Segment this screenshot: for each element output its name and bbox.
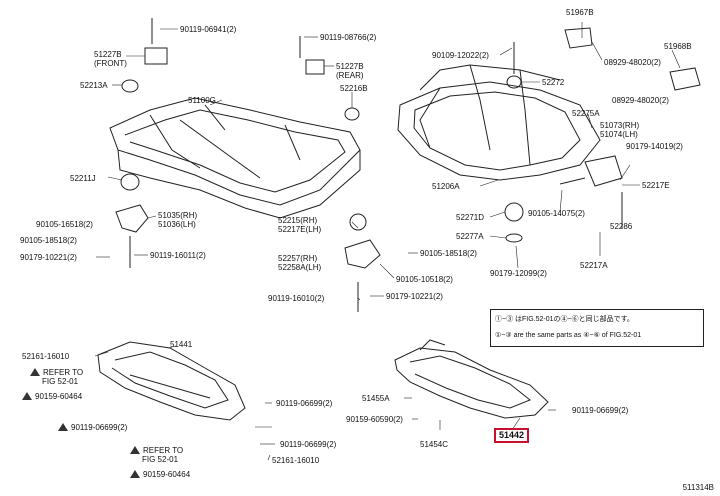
part-label-15: 90179-10221(2) (20, 253, 77, 262)
part-label-48: 90119-06699(2) (276, 399, 333, 408)
part-label-13: 51036(LH) (158, 220, 196, 229)
part-label-28: 08929-48020(2) (604, 58, 661, 67)
part-label-38: 90105-14075(2) (528, 209, 585, 218)
part-label-37: 52271D (456, 213, 485, 222)
refer-fig-text: FIG 52-01 (142, 455, 179, 464)
part-label-6: 90119-08766(2) (320, 33, 377, 42)
refer-fig-text: FIG 52-01 (42, 377, 79, 386)
same-parts-note: ①~③ はFIG.52-01の④~⑥と同じ部品です。 ①~③ are the s… (490, 309, 704, 347)
part-label-43: 52161-16010 (22, 352, 70, 361)
part-label-54: 90159-60464 (130, 470, 190, 479)
part-label-25: 51967B (566, 8, 594, 17)
refer-to-text: REFER TO (43, 368, 84, 377)
part-label-14: 90105-18518(2) (20, 236, 77, 245)
rear-under-cover (394, 339, 549, 419)
note-line-japanese: ①~③ はFIG.52-01の④~⑥と同じ部品です。 (495, 316, 634, 323)
refer-note-bottom: REFER TO FIG 52-01 (130, 446, 183, 464)
part-label-41: 90179-12099(2) (490, 269, 547, 278)
part-label-11: 90105-16518(2) (36, 220, 93, 229)
front-crossmember (109, 97, 361, 219)
part-label-58[interactable]: 51442 (494, 428, 530, 443)
part-label-42: 52217A (580, 261, 608, 270)
rear-subframe (397, 64, 601, 181)
refer-to-text: REFER TO (143, 446, 184, 455)
part-label-18: 52217E(LH) (278, 225, 322, 234)
part-label-32: 51073(RH) (600, 121, 640, 130)
part-label-50: 90119-06699(2) (280, 440, 337, 449)
part-label-31: 52275A (572, 109, 600, 118)
leader-lines (94, 22, 681, 461)
part-label-20: 52257(RH) (278, 254, 318, 263)
part-label-29: 52272 (542, 78, 565, 87)
note-line-english: ①~③ are the same parts as ④~⑥ of FIG.52-… (495, 332, 642, 339)
part-label-3: (FRONT) (94, 59, 127, 68)
part-label-9: 52216B (340, 84, 368, 93)
figure-id: 511314B (682, 483, 714, 492)
part-label-24: 90179-10221(2) (386, 292, 443, 301)
part-label-44: 51441 (170, 340, 193, 349)
part-label-8: (REAR) (336, 71, 364, 80)
part-label-49: 90119-06699(2) (58, 423, 127, 432)
part-label-57: 51454C (420, 440, 449, 449)
part-label-47: 90159-60464 (22, 392, 82, 401)
part-label-30: 08929-48020(2) (612, 96, 669, 105)
part-label-33: 51074(LH) (600, 130, 638, 139)
part-label-12: 51035(RH) (158, 211, 198, 220)
caution-triangle-icon (30, 368, 40, 376)
part-label-22: 90105-10518(2) (396, 275, 453, 284)
part-label-16: 90119-16011(2) (150, 251, 206, 260)
part-label-10: 52211J (70, 174, 96, 183)
part-label-19: 90105-18518(2) (420, 249, 477, 258)
caution-triangle-icon (130, 470, 140, 478)
part-number: 90119-06699(2) (71, 423, 128, 432)
caution-triangle-icon (22, 392, 32, 400)
part-label-2: 51227B (94, 50, 122, 59)
part-label-27: 51968B (664, 42, 692, 51)
part-label-7: 51227B (336, 62, 364, 71)
part-number: 90159-60464 (35, 392, 83, 401)
engine-under-cover (97, 341, 246, 421)
part-label-35: 51206A (432, 182, 460, 191)
part-label-55: 51455A (362, 394, 390, 403)
part-label-4: 52213A (80, 81, 108, 90)
part-label-36: 52217E (642, 181, 670, 190)
part-number: 90159-60464 (143, 470, 191, 479)
part-label-17: 52215(RH) (278, 216, 318, 225)
part-label-59: 90119-06699(2) (572, 406, 629, 415)
part-label-23: 90119-16010(2) (268, 294, 325, 303)
part-label-40: 52277A (456, 232, 484, 241)
part-label-56: 90159-60590(2) (346, 415, 403, 424)
caution-triangle-icon (130, 446, 140, 454)
mount-parts (115, 18, 701, 312)
part-label-5: 51100G (188, 96, 216, 105)
part-label-53: 52161-16010 (272, 456, 320, 465)
part-label-34: 90179-14019(2) (626, 142, 683, 151)
part-label-26: 90109-12022(2) (432, 51, 489, 60)
refer-note-top: REFER TO FIG 52-01 (30, 368, 83, 386)
part-label-39: 52286 (610, 222, 633, 231)
caution-triangle-icon (58, 423, 68, 431)
part-label-1: 90119-06941(2) (180, 25, 237, 34)
part-label-21: 52258A(LH) (278, 263, 322, 272)
